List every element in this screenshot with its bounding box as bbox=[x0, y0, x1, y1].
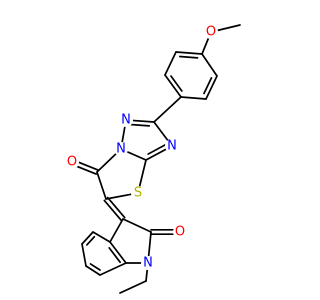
bond-r3-r4 bbox=[81, 231, 94, 245]
bond-c7a-r1 bbox=[99, 262, 127, 276]
bond-b3-b4 bbox=[164, 74, 182, 98]
n-triazole-top-backdrop bbox=[119, 113, 133, 127]
bond-e1-e2 bbox=[119, 280, 147, 294]
n-triazole-fused-label: N bbox=[116, 142, 126, 157]
bond-c3a-c7a bbox=[109, 241, 127, 264]
n-triazole-right-backdrop bbox=[165, 139, 179, 153]
o-methoxy-backdrop bbox=[204, 25, 218, 39]
o-carbonyl-indolinone-backdrop bbox=[173, 225, 187, 239]
bond-c6-c5 bbox=[96, 171, 107, 200]
bond-t1-nt-inner bbox=[129, 123, 151, 127]
bond-b3-b4-inner bbox=[170, 75, 183, 92]
bond-c5-c3-b bbox=[106, 196, 126, 219]
n-triazole-fused-backdrop bbox=[114, 142, 128, 156]
o-methoxy-label: O bbox=[206, 25, 216, 40]
bond-r1-r2-inner bbox=[89, 263, 101, 271]
n-indolinone-backdrop bbox=[141, 256, 155, 270]
bond-c3a-c7a-inner bbox=[108, 247, 121, 264]
o-carbonyl-thiazole-label: O bbox=[67, 155, 77, 170]
bond-r3-r4-inner bbox=[86, 235, 96, 246]
o-carbonyl-indolinone-label: O bbox=[175, 225, 185, 240]
bond-b2-b3 bbox=[164, 51, 177, 76]
bond-r1-r2 bbox=[85, 265, 101, 276]
n-indolinone-label: N bbox=[143, 256, 153, 271]
bond-b1-b2-inner bbox=[178, 55, 199, 59]
bond-b6-b1 bbox=[201, 53, 218, 77]
bond-b4-b5 bbox=[180, 96, 207, 100]
bond-b1-b2 bbox=[175, 51, 203, 55]
bond-r4-c3a bbox=[92, 231, 111, 243]
bond-c3-c3a bbox=[109, 218, 124, 243]
n-triazole-top-label: N bbox=[121, 113, 131, 128]
bond-r2-r3 bbox=[81, 243, 87, 267]
bond-c5-c3-a bbox=[103, 199, 123, 222]
s-thiazole-label: S bbox=[134, 186, 142, 201]
bond-b5-b6 bbox=[205, 75, 218, 100]
n-triazole-right-label: N bbox=[167, 139, 177, 154]
bonds-layer bbox=[70, 24, 241, 294]
s-thiazole-backdrop bbox=[131, 186, 145, 200]
bond-b4-t1 bbox=[153, 96, 182, 123]
bond-b5-b6-inner bbox=[203, 77, 213, 95]
bond-c8-nr-inner bbox=[147, 143, 167, 155]
o-carbonyl-thiazole-backdrop bbox=[65, 155, 79, 169]
bond-c3-c2 bbox=[122, 218, 152, 233]
